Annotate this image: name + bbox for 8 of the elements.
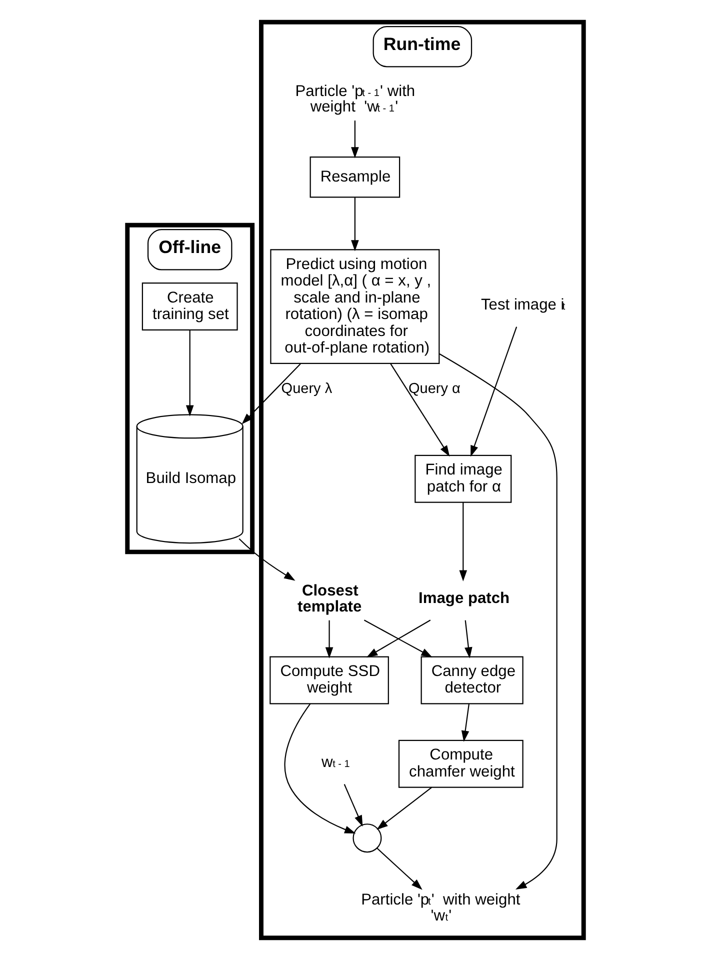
node-text: Particle 'pt' with weight 'wt' bbox=[360, 892, 520, 924]
edge-label: Query α bbox=[408, 380, 460, 397]
node-text: Particle 'pt - 1' with weight 'wt - 1' bbox=[294, 82, 415, 116]
node-text: Test image it bbox=[480, 296, 565, 314]
node-text: Image patch bbox=[418, 590, 510, 607]
node-text: wt - 1 bbox=[320, 754, 350, 771]
edge-label: Query λ bbox=[280, 380, 332, 397]
node-text: Closest template bbox=[296, 582, 362, 616]
